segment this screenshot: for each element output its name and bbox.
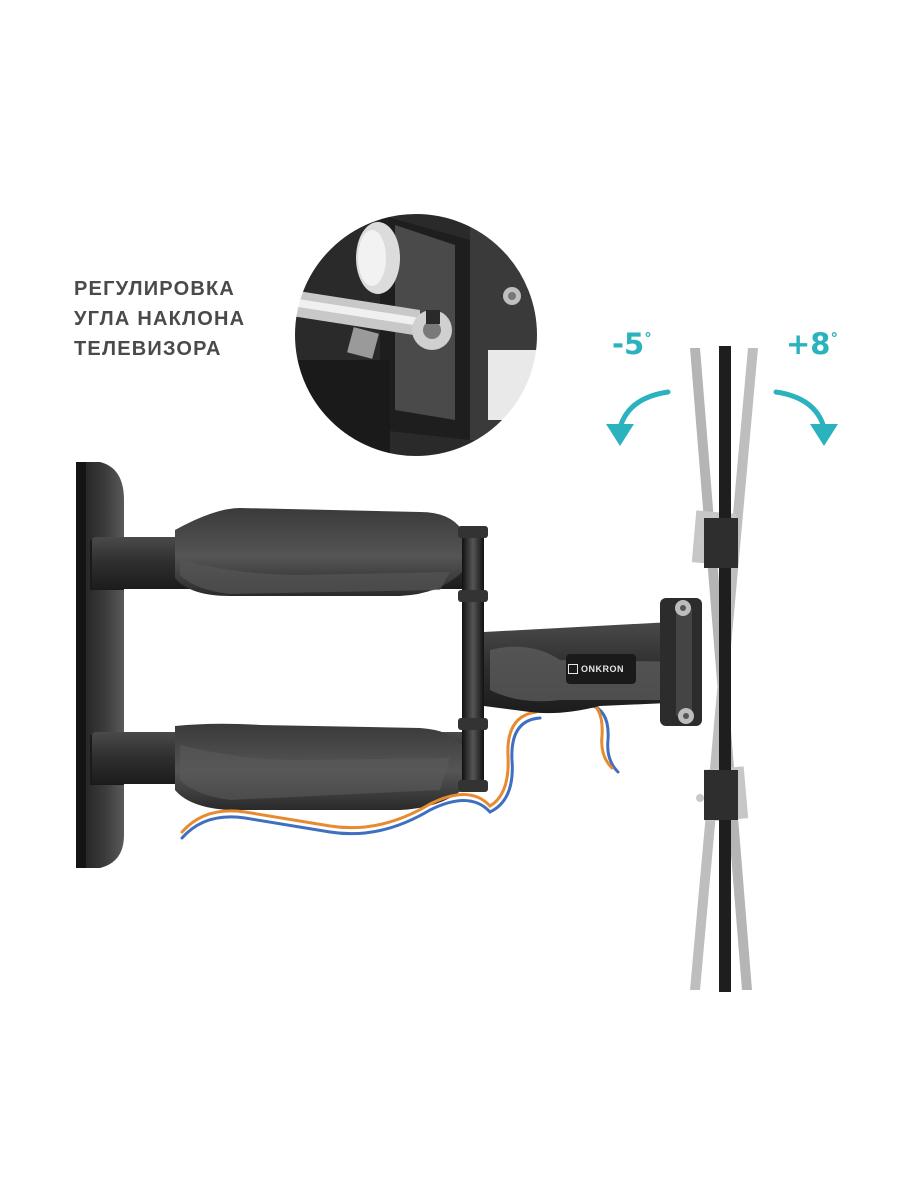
upper-arm — [92, 508, 472, 596]
cables — [180, 698, 620, 840]
caption-line-2: УГЛА НАКЛОНА — [74, 308, 246, 330]
tilt-minus-label: -5° — [612, 330, 652, 359]
tilt-minus-value: -5 — [612, 327, 645, 361]
onkron-cube-logo-icon — [568, 664, 578, 674]
caption-line-1: РЕГУЛИРОВКА — [74, 278, 236, 300]
counterclockwise-arrow-icon — [606, 389, 671, 446]
wall-plate — [76, 462, 124, 868]
zoom-inset-wrench-detail — [293, 212, 539, 458]
lower-arm — [92, 723, 472, 810]
brand-badge: ONKRON — [568, 657, 634, 681]
degree-symbol: ° — [830, 329, 838, 348]
tilt-plus-value: +8 — [786, 327, 831, 361]
clockwise-arrow-icon — [773, 389, 838, 446]
caption-line-3: ТЕЛЕВИЗОРА — [74, 338, 222, 360]
tilt-adjustment-caption: РЕГУЛИРОВКА УГЛА НАКЛОНА ТЕЛЕВИЗОРА — [74, 274, 294, 364]
forearm — [484, 622, 700, 714]
hinge-pole — [458, 526, 488, 792]
tilt-bracket — [660, 598, 702, 726]
degree-symbol: ° — [644, 329, 652, 348]
brand-logo-text: ONKRON — [581, 664, 624, 674]
tv-rail-upright — [696, 346, 738, 992]
tilt-plus-label: +8° — [786, 330, 838, 359]
